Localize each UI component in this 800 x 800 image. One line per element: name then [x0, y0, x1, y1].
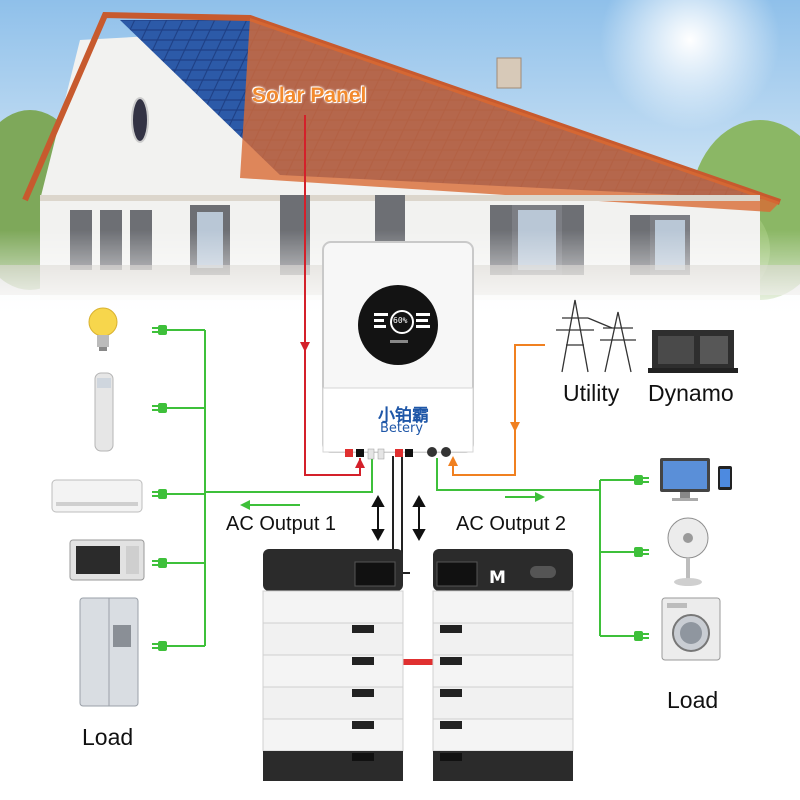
refrigerator-icon — [79, 597, 139, 707]
solar-panel-label: Solar Panel — [252, 84, 367, 107]
plug-icon — [152, 325, 167, 335]
fan-icon — [667, 517, 709, 586]
dynamo-label: Dynamo — [648, 380, 734, 406]
ac-output-2-line — [436, 458, 601, 636]
grid-flow-line — [452, 344, 545, 476]
inverter — [322, 241, 474, 460]
ac-output-1-label: AC Output 1 — [226, 513, 337, 535]
plug-icon — [634, 547, 649, 557]
battery-charge-arrows — [371, 494, 426, 542]
battery-logo: M — [489, 568, 506, 588]
battery-stack-left — [262, 549, 404, 781]
load-plugs — [152, 325, 649, 651]
inverter-display — [358, 285, 438, 365]
plug-icon — [634, 475, 649, 485]
inverter-terminals — [345, 447, 451, 460]
plug-icon — [152, 403, 167, 413]
generator-icon — [648, 330, 738, 373]
utility-label: Utility — [563, 380, 620, 406]
transmission-tower-icon — [556, 299, 636, 373]
battery-stack-right — [432, 549, 574, 781]
plug-icon — [152, 558, 167, 568]
air-purifier-icon — [94, 372, 114, 452]
sun-glow — [600, 0, 780, 130]
solar-flow-arrow — [300, 342, 310, 352]
inverter-brand-en: Betery — [380, 421, 424, 436]
plug-icon — [152, 489, 167, 499]
computer-icon — [660, 458, 732, 501]
light-bulb-icon — [88, 307, 118, 351]
inverter-brand-cn: 小铂霸 — [378, 406, 429, 426]
load-right-label: Load — [667, 687, 719, 713]
plug-icon — [634, 631, 649, 641]
ac-output-1-arrow — [240, 500, 250, 510]
load-left-label: Load — [82, 724, 134, 750]
air-conditioner-icon — [51, 479, 143, 513]
inverter-display-value: 60% — [393, 316, 408, 325]
ac-output-2-arrow — [535, 492, 545, 502]
washing-machine-icon — [661, 597, 721, 661]
ac-output-2-label: AC Output 2 — [456, 513, 567, 535]
plug-icon — [152, 641, 167, 651]
microwave-icon — [69, 539, 145, 581]
